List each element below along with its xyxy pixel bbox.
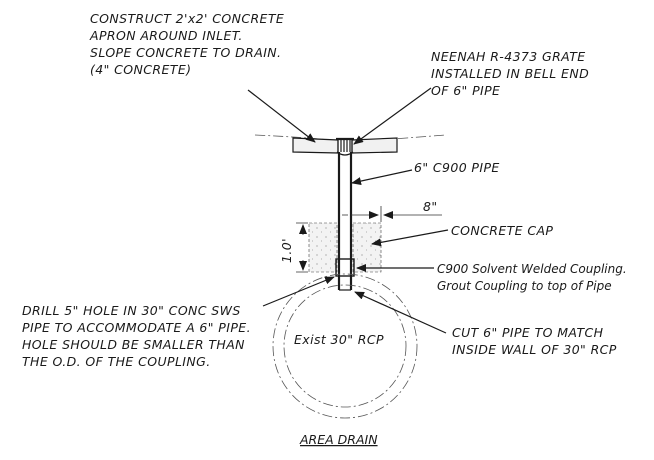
- dimension-cap-height: [296, 222, 308, 273]
- apron-note-line-1: CONSTRUCT 2'x2' CONCRETE: [90, 11, 284, 26]
- cut-note-line-1: CUT 6" PIPE TO MATCH: [452, 325, 604, 340]
- cut-note-line-2: INSIDE WALL OF 30" RCP: [452, 342, 617, 357]
- cap-width-label: 8": [423, 199, 438, 214]
- dimension-cap-width: [342, 206, 442, 222]
- cap-label: CONCRETE CAP: [451, 223, 553, 238]
- apron-note-line-3: SLOPE CONCRETE TO DRAIN.: [90, 45, 281, 60]
- concrete-apron: [292, 137, 398, 154]
- coupling: [335, 258, 355, 277]
- grate-note-line-3: OF 6" PIPE: [431, 83, 500, 98]
- leader-lines: [247, 87, 449, 334]
- c900-pipe: [337, 152, 353, 291]
- drill-note-line-2: PIPE TO ACCOMMODATE A 6" PIPE.: [22, 320, 251, 335]
- grate-note: NEENAH R-4373 GRATE INSTALLED IN BELL EN…: [431, 49, 593, 98]
- cut-note: CUT 6" PIPE TO MATCH INSIDE WALL OF 30" …: [452, 325, 617, 357]
- concrete-cap: [308, 222, 382, 273]
- apron-note: CONSTRUCT 2'x2' CONCRETE APRON AROUND IN…: [89, 11, 289, 77]
- drawing-title: AREA DRAIN: [299, 432, 378, 447]
- drill-note-line-4: THE O.D. OF THE COUPLING.: [22, 354, 211, 369]
- apron-note-line-4: (4" CONCRETE): [90, 62, 191, 77]
- coupling-note-line-2: Grout Coupling to top of Pipe: [437, 279, 612, 293]
- coupling-note: C900 Solvent Welded Coupling. Grout Coup…: [437, 262, 631, 293]
- drill-note-line-1: DRILL 5" HOLE IN 30" CONC SWS: [22, 303, 241, 318]
- coupling-note-line-1: C900 Solvent Welded Coupling.: [437, 262, 627, 276]
- apron-note-line-2: APRON AROUND INLET.: [89, 28, 243, 43]
- rcp-pipe: [272, 273, 418, 419]
- drill-note: DRILL 5" HOLE IN 30" CONC SWS PIPE TO AC…: [22, 303, 255, 369]
- grate-note-line-2: INSTALLED IN BELL END: [431, 66, 589, 81]
- drill-note-line-3: HOLE SHOULD BE SMALLER THAN: [22, 337, 245, 352]
- pipe-label: 6" C900 PIPE: [414, 160, 500, 175]
- grate-note-line-1: NEENAH R-4373 GRATE: [431, 49, 586, 64]
- cap-height-label: 1.0': [279, 238, 294, 263]
- rcp-label: Exist 30" RCP: [294, 332, 384, 347]
